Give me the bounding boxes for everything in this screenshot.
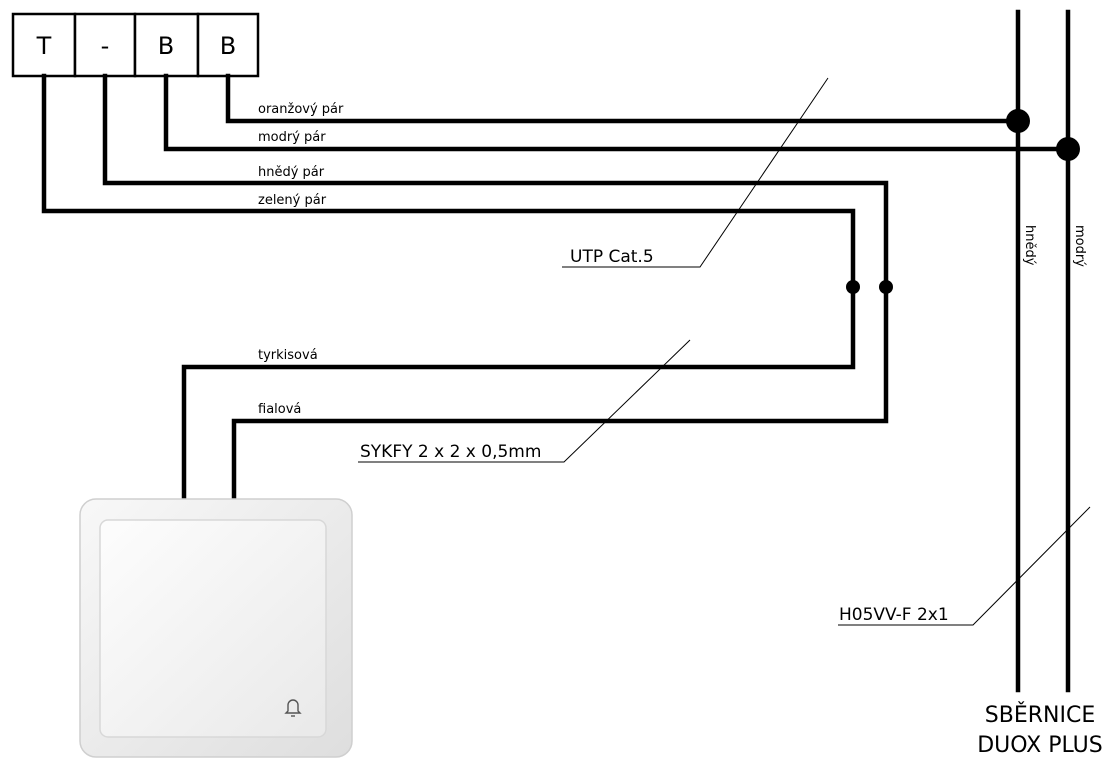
bell-icon [284,699,302,717]
terminal-b2-box [196,12,260,78]
callout-syk: SYKFY 2 x 2 x 0,5mm [360,442,541,462]
leader-syk [358,339,691,463]
bus-title-line2: DUOX PLUS [977,733,1103,758]
leader-power [838,506,1091,626]
wire-green-pair [41,73,856,290]
leader-utp [562,77,829,268]
junction-orange-bus [1006,109,1030,133]
label-blue-pair: modrý pár [258,130,326,145]
bell-push-button [79,498,353,758]
label-violet: fialová [258,402,301,417]
label-bus-blue: modrý [1072,225,1087,267]
label-bus-brown: hnědý [1022,225,1037,266]
terminal-t-label: T [36,32,52,60]
wire-turquoise [181,284,856,503]
wire-brown-pair [102,73,889,290]
wire-blue-pair [163,73,1071,152]
callout-utp: UTP Cat.5 [570,247,654,267]
terminal-block: T - B B [11,12,260,78]
bus-title-line1: SBĚRNICE [985,702,1095,728]
label-orange-pair: oranžový pár [258,102,344,117]
switch-rocker [99,519,327,738]
wire-orange-pair [225,73,1021,124]
terminal-b2-label: B [220,32,236,60]
label-turquoise: tyrkisová [258,348,318,363]
label-green-pair: zelený pár [258,193,327,208]
terminal-b1-label: B [158,32,174,60]
wire-violet [231,284,889,503]
junction-blue-bus [1056,137,1080,161]
terminal-minus-label: - [101,32,110,60]
label-brown-pair: hnědý pár [258,165,325,180]
callout-power: H05VV-F 2x1 [839,605,949,625]
